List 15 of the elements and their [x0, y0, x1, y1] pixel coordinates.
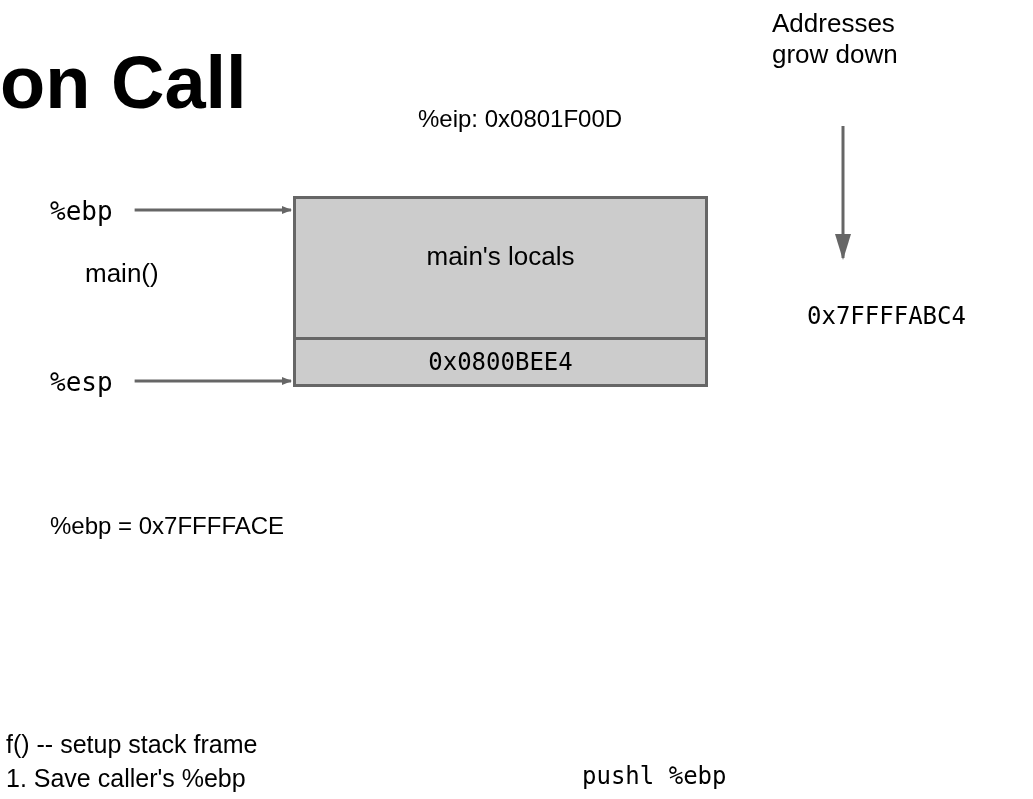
code-text: pushl %ebp	[582, 762, 727, 790]
stack-frame-box: main's locals	[293, 196, 708, 337]
register-label: %esp	[50, 367, 113, 397]
register-value-text: %ebp = 0x7FFFFACE	[50, 512, 285, 540]
instruction-pointer-text: %eip: 0x0801F00D	[418, 105, 623, 133]
annotation-text: Addresses grow down	[772, 8, 899, 71]
arrow	[134, 206, 292, 214]
step-heading: f() -- setup stack frame	[6, 730, 258, 759]
address-label: 0x7FFFFABC4	[807, 302, 966, 330]
step-text: 1. Save caller's %ebp	[6, 764, 246, 793]
arrow	[134, 377, 292, 385]
register-label: %ebp	[50, 196, 113, 226]
stack-cell: 0x0800BEE4	[293, 337, 708, 387]
function-label: main()	[85, 258, 159, 289]
slide-title: on Call	[0, 40, 247, 125]
